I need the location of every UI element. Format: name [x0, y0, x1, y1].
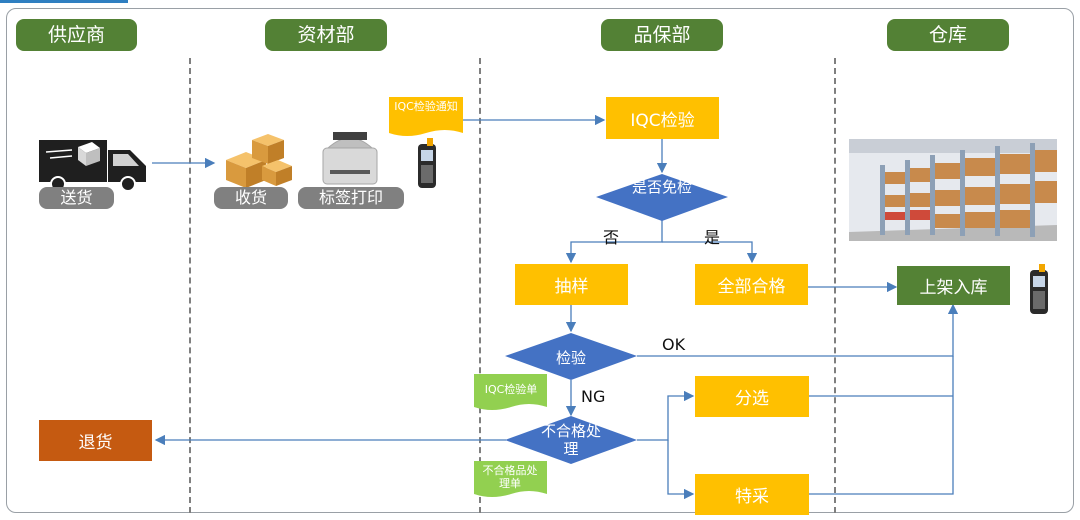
lane-supplier: 供应商 [16, 19, 137, 51]
doc-iqc-notice [389, 97, 463, 136]
iqc-inspect-box: IQC检验 [606, 97, 719, 139]
top-accent-line [0, 0, 128, 3]
special-accept-box: 特采 [695, 474, 809, 515]
truck-icon [39, 140, 146, 192]
lane-quality: 品保部 [601, 19, 723, 51]
doc-iqc-form [474, 374, 547, 410]
lane-materials: 资材部 [265, 19, 387, 51]
warehouse-photo [849, 139, 1057, 241]
edge-label-yes: 是 [704, 228, 721, 247]
edge-label-no: 否 [603, 228, 620, 247]
decision-inspect-label: 检验 [555, 349, 586, 367]
lane-divider [189, 58, 191, 513]
decision-inspect [505, 333, 637, 380]
decision-exempt [596, 174, 728, 221]
decision-exempt-label: 是否免检 [631, 178, 692, 196]
decision-nonconform-label: 不合格处理 [540, 422, 601, 458]
doc-nonconform-form-label: 不合格品处理单 [482, 464, 538, 490]
lane-warehouse: 仓库 [887, 19, 1009, 51]
lane-divider [479, 58, 481, 513]
shelve-box: 上架入库 [897, 266, 1010, 305]
all-pass-box: 全部合格 [695, 264, 808, 305]
boxes-icon [226, 134, 292, 188]
edge-label-ng: NG [581, 387, 606, 406]
doc-nonconform-form [474, 461, 547, 497]
doc-iqc-form-label: IQC检验单 [484, 383, 538, 396]
label-printer-icon [322, 132, 378, 185]
decision-nonconform [505, 416, 637, 464]
sampling-box: 抽样 [515, 264, 628, 305]
scanner-icon [1030, 264, 1048, 314]
scanner-icon [418, 138, 436, 188]
sort-box: 分选 [695, 376, 809, 417]
edge-label-ok: OK [662, 335, 686, 354]
label-print-tag: 标签打印 [298, 187, 404, 209]
doc-iqc-notice-label: IQC检验通知 [394, 100, 458, 113]
deliver-tag: 送货 [39, 187, 114, 209]
diagram-frame [6, 8, 1074, 513]
receive-tag: 收货 [214, 187, 288, 209]
return-box: 退货 [39, 420, 152, 461]
lane-divider [834, 58, 836, 513]
